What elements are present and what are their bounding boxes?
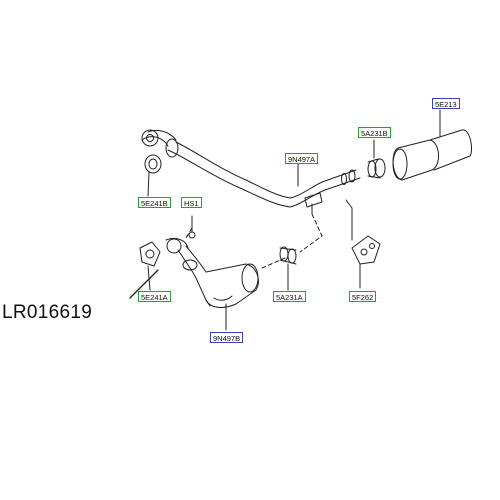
front-pipe-upper <box>141 129 361 215</box>
mounting-bracket <box>345 199 381 289</box>
clamp-upper <box>367 139 386 179</box>
leader-lines <box>129 161 299 299</box>
assembly-guides <box>185 213 323 269</box>
gasket-upper <box>144 154 162 197</box>
callout-hs1: HS1 <box>181 197 202 208</box>
callout-5a231b: 5A231B <box>358 127 391 138</box>
gasket-lower <box>139 241 161 291</box>
front-pipe-lower-catalyst <box>165 237 259 331</box>
callout-5f262: 5F262 <box>349 291 377 302</box>
rear-catalytic-section <box>392 109 473 181</box>
callout-5e241b: 5E241B <box>138 197 171 208</box>
callout-9n497a: 9N497A <box>285 153 319 164</box>
clamp-lower <box>279 246 297 291</box>
callout-5a231a: 5A231A <box>273 291 306 302</box>
callout-5e213: 5E213 <box>432 98 460 109</box>
callout-5e241a: 5E241A <box>138 291 171 302</box>
diagram-reference-number: LR016619 <box>2 302 93 323</box>
heat-shield-stud <box>188 215 196 239</box>
callout-9n497b: 9N497B <box>210 332 244 343</box>
